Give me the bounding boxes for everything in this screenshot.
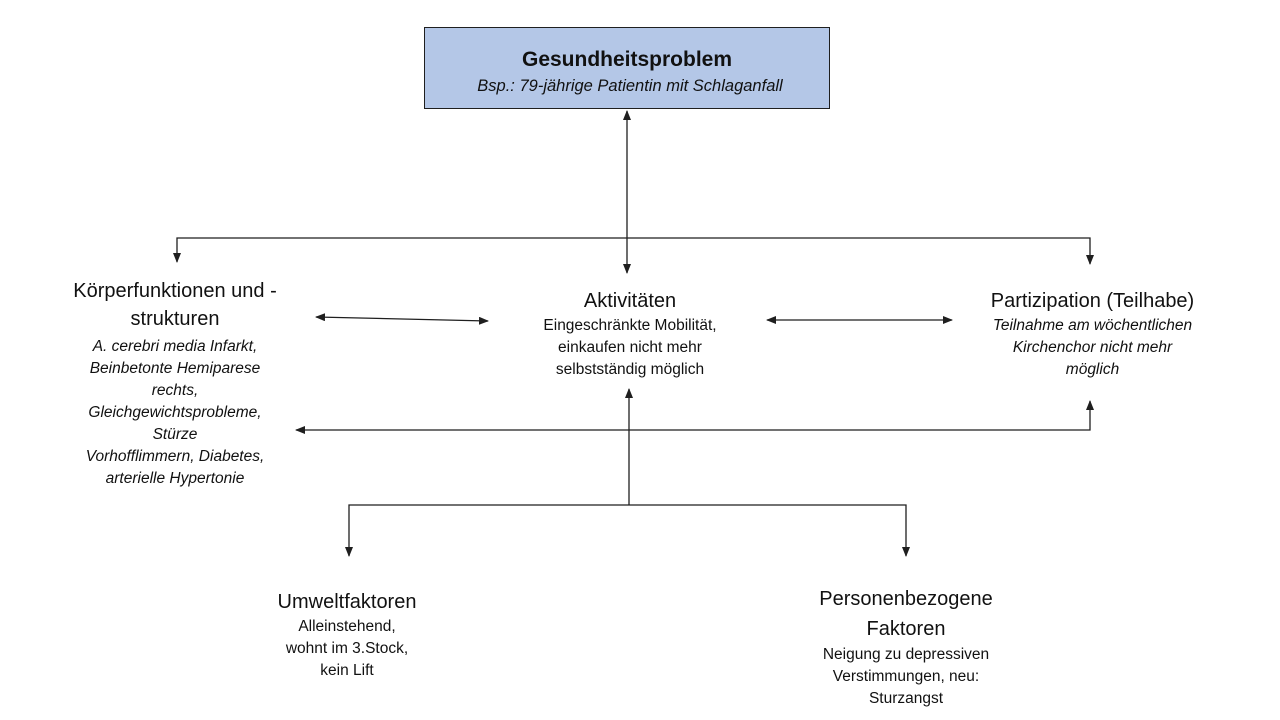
personal-factors-detail-line: Sturzangst: [868, 690, 944, 707]
body-functions-detail-line: Beinbetonte Hemiparese: [89, 360, 261, 377]
health-problem-title: Gesundheitsproblem: [521, 48, 733, 71]
connector-distribution-bottom: [345, 504, 910, 557]
connector-body-activities: [315, 313, 489, 325]
participation-detail-line: möglich: [1065, 361, 1120, 378]
environment-factors-detail-line: Alleinstehend,: [298, 618, 396, 635]
activities-node: Aktivitäten Eingeschränkte Mobilität, ei…: [505, 287, 755, 381]
body-functions-detail-line: Vorhofflimmern, Diabetes,: [85, 448, 265, 465]
personal-factors-title-line: Personenbezogene: [819, 588, 993, 610]
environment-factors-title: Umweltfaktoren: [277, 591, 417, 613]
participation-detail-line: Teilnahme am wöchentlichen: [992, 317, 1193, 334]
connector-participation-body: [295, 400, 1094, 434]
environment-factors-node: Umweltfaktoren Alleinstehend, wohnt im 3…: [232, 588, 462, 682]
participation-detail-line: Kirchenchor nicht mehr: [1012, 339, 1173, 356]
personal-factors-title-line: Faktoren: [866, 618, 946, 640]
body-functions-title-line: Körperfunktionen und -: [73, 280, 277, 302]
personal-factors-node: Personenbezogene Faktoren Neigung zu dep…: [776, 584, 1036, 710]
activities-detail-line: selbstständig möglich: [555, 361, 705, 378]
connector-distribution-top: [173, 237, 1094, 265]
activities-detail-line: einkaufen nicht mehr: [558, 339, 702, 356]
personal-factors-detail-line: Verstimmungen, neu:: [832, 668, 980, 685]
body-functions-detail-line: arterielle Hypertonie: [105, 470, 245, 487]
participation-node: Partizipation (Teilhabe) Teilnahme am wö…: [960, 287, 1225, 381]
health-problem-example: Bsp.: 79-jährige Patientin mit Schlaganf…: [477, 77, 783, 95]
activities-title: Aktivitäten: [583, 290, 677, 312]
body-functions-detail-line: Gleichgewichtsprobleme,: [88, 404, 262, 421]
health-problem-box: Gesundheitsproblem Bsp.: 79-jährige Pati…: [424, 27, 830, 109]
body-functions-node: Körperfunktionen und - strukturen A. cer…: [40, 277, 310, 490]
environment-factors-detail-line: wohnt im 3.Stock,: [285, 640, 409, 657]
body-functions-title-line: strukturen: [130, 308, 220, 330]
body-functions-detail-line: A. cerebri media Infarkt,: [92, 338, 258, 355]
activities-detail-line: Eingeschränkte Mobilität,: [543, 317, 717, 334]
participation-title: Partizipation (Teilhabe): [990, 290, 1195, 312]
body-functions-detail-line: Stürze: [152, 426, 198, 443]
body-functions-detail-line: rechts,: [151, 382, 199, 399]
environment-factors-detail-line: kein Lift: [320, 662, 374, 679]
personal-factors-detail-line: Neigung zu depressiven: [822, 646, 990, 663]
